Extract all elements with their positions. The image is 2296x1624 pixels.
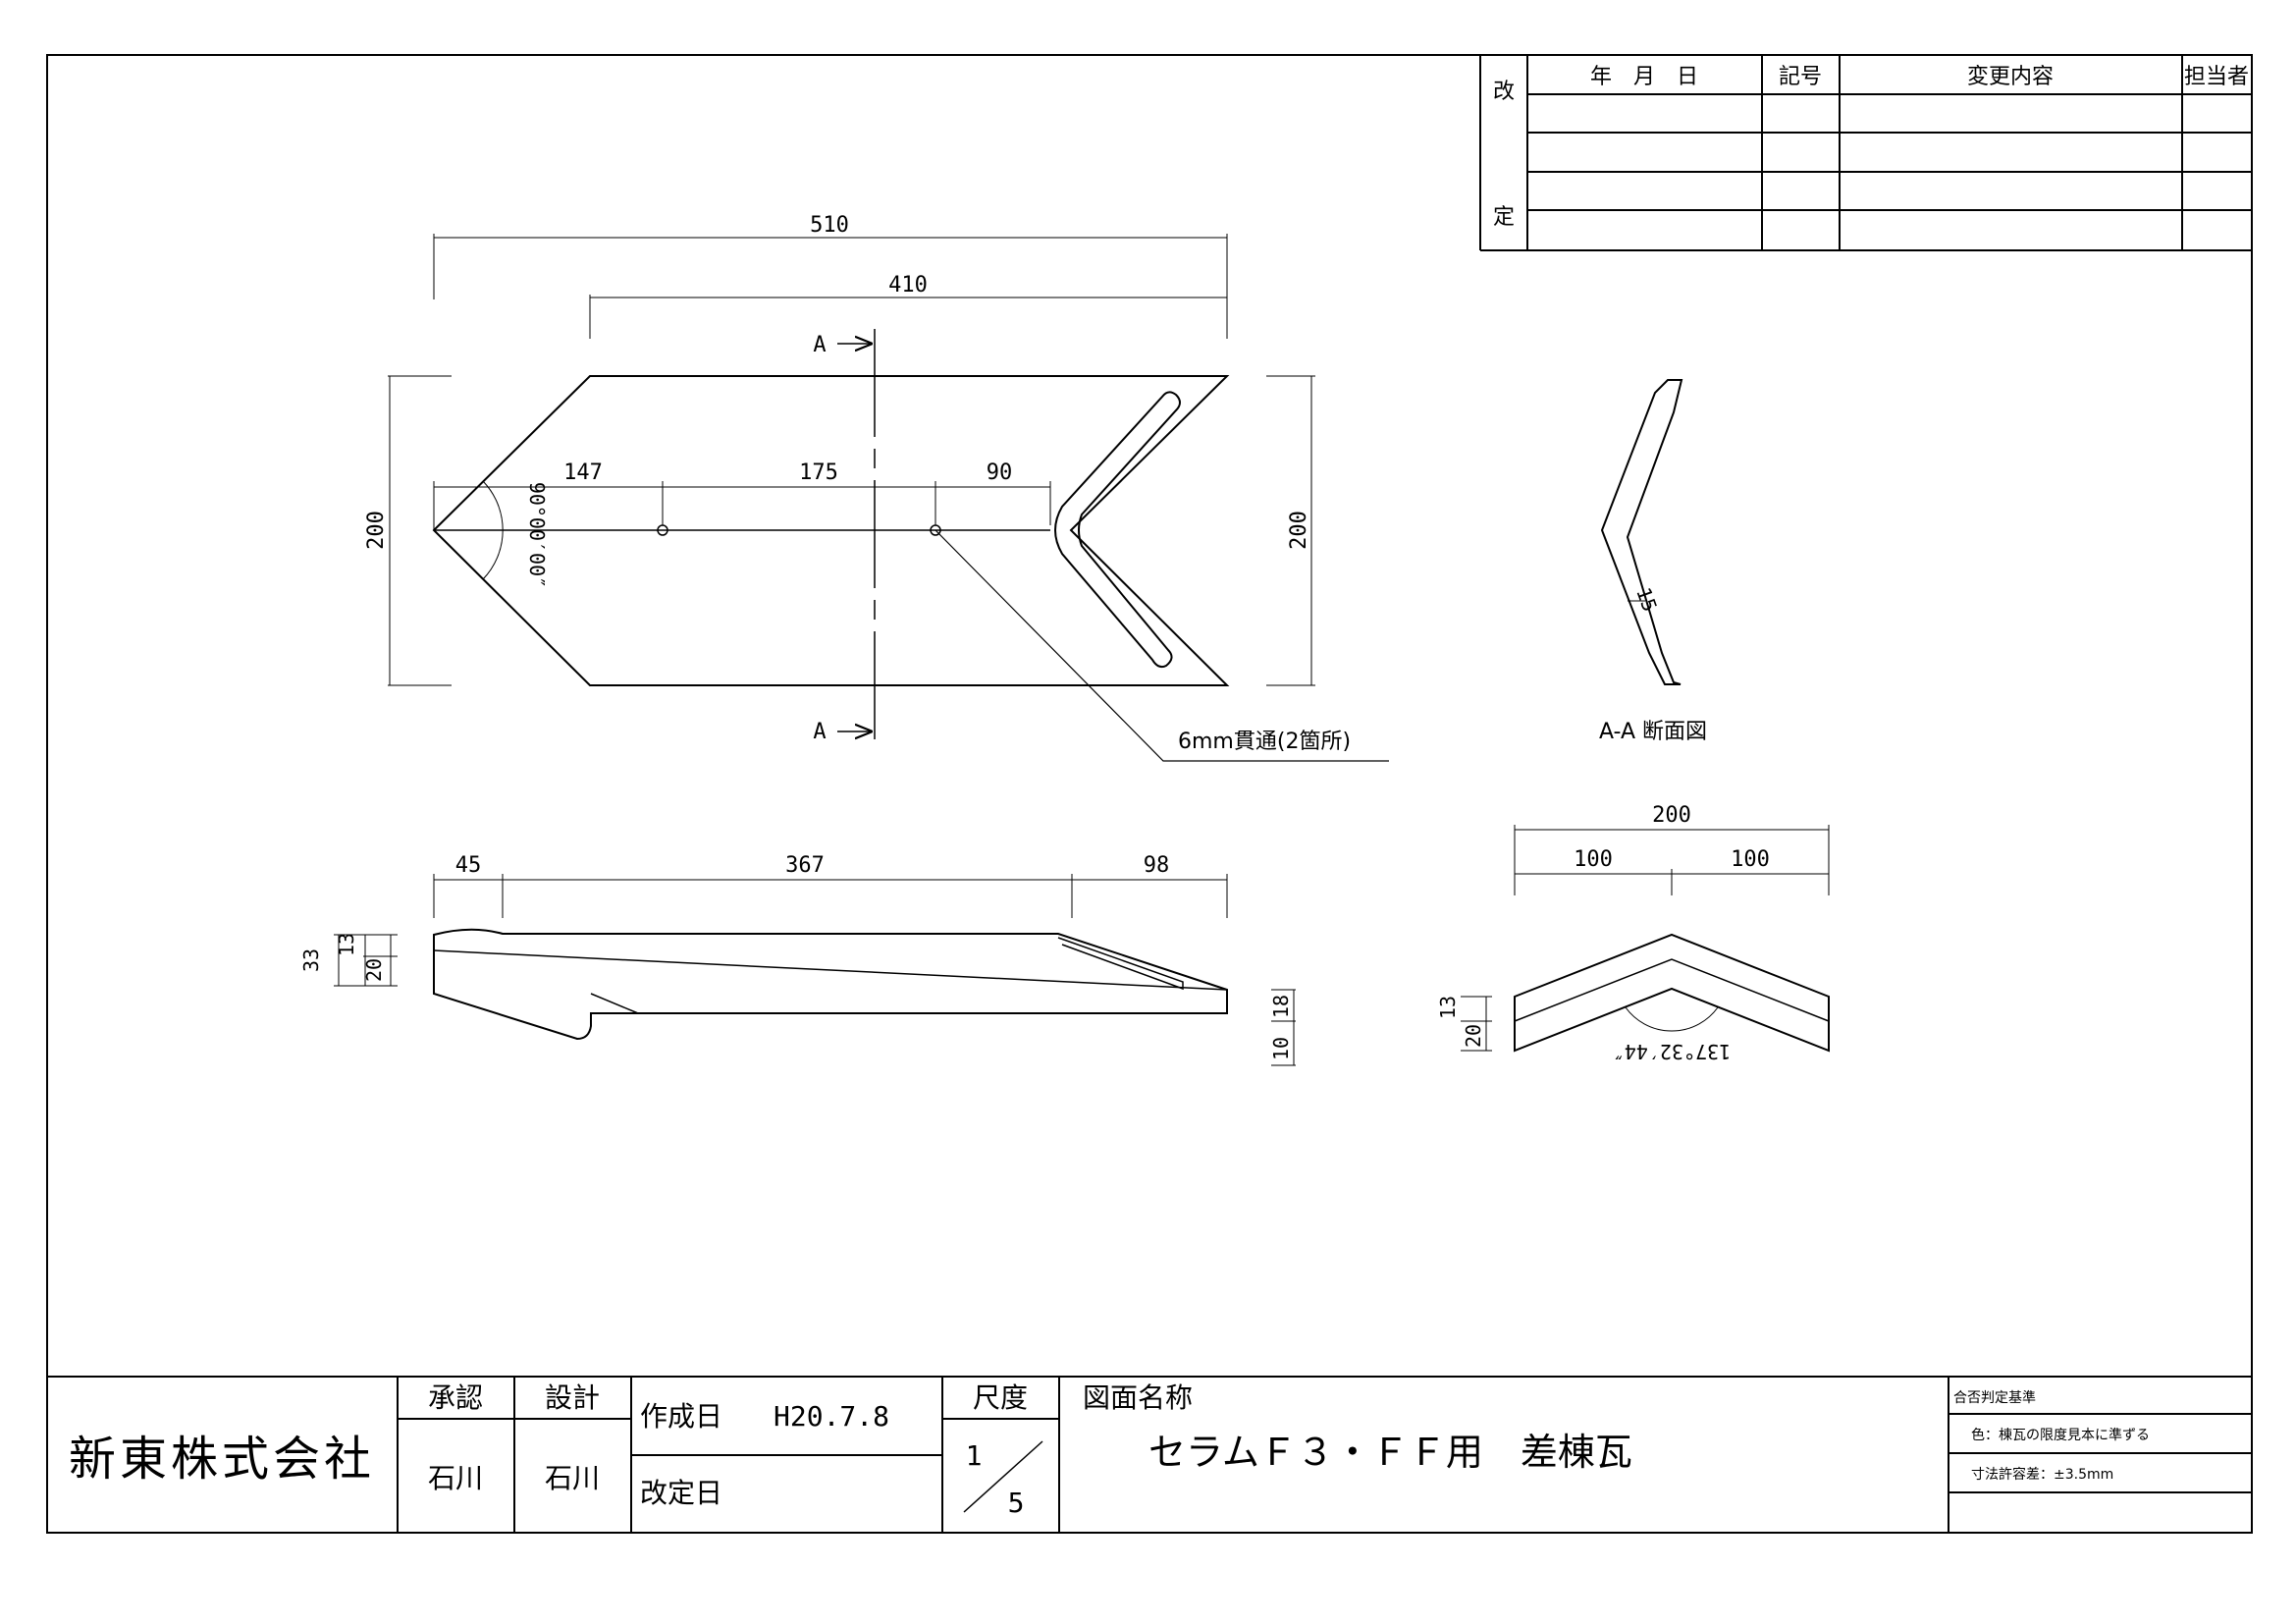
angle-arc [482, 480, 504, 580]
revised-label: 改定日 [640, 1477, 722, 1509]
dim-side-top: 13 [335, 933, 358, 956]
dim-end-bottom: 20 [1462, 1024, 1485, 1048]
revision-table [1479, 55, 2252, 251]
scale-label: 尺度 [973, 1381, 1028, 1414]
end-angle-arc [1625, 1006, 1719, 1032]
side-notch [590, 993, 639, 1014]
end-outline [1514, 933, 1830, 1053]
dim-side-total-height: 33 [299, 948, 323, 972]
revision-col-person: 担当者 [2184, 65, 2249, 89]
end-view: 137°32′44″ 200 100 100 13 20 [1436, 803, 1830, 1063]
end-angle-label: 137°32′44″ [1613, 1040, 1731, 1063]
designed-by: 石川 [545, 1462, 600, 1494]
created-label: 作成日 [640, 1400, 722, 1433]
created-date: H20.7.8 [774, 1400, 889, 1433]
dim-end-left: 100 [1574, 847, 1613, 872]
sheet-border [46, 54, 2253, 1534]
revision-side-label-bottom: 定 [1493, 205, 1515, 230]
criteria-tolerance: 寸法許容差：±3.5mm [1971, 1466, 2113, 1483]
drawing-name-label: 図面名称 [1083, 1381, 1193, 1414]
dim-height-right: 200 [1287, 511, 1311, 550]
revision-col-date: 年 月 日 [1590, 65, 1698, 89]
dim-side-right: 98 [1144, 853, 1170, 878]
plan-outline [432, 375, 1230, 686]
side-view: 45 367 98 33 13 20 18 10 [299, 853, 1296, 1066]
title-block [47, 1376, 2252, 1533]
designed-label: 設計 [545, 1381, 600, 1414]
plan-view: A A 510 410 200 200 147 175 90 90°00′00″ [364, 213, 1389, 762]
dim-height-left: 200 [364, 511, 389, 550]
revision-side-label-top: 改 [1493, 80, 1515, 104]
dim-seg-3: 90 [987, 460, 1013, 485]
criteria-label: 合否判定基準 [1953, 1389, 2036, 1406]
section-outline [1600, 379, 1683, 685]
dim-total-length: 510 [810, 213, 849, 238]
dim-side-left: 45 [455, 853, 482, 878]
plan-slot [1054, 391, 1181, 669]
revision-col-change: 変更内容 [1967, 65, 2054, 89]
end-inner-line [1514, 958, 1830, 1022]
company-name: 新東株式会社 [69, 1432, 375, 1487]
side-slot [1057, 937, 1184, 991]
revision-col-symbol: 記号 [1779, 65, 1822, 89]
side-top-edge [433, 949, 1228, 991]
section-view: 15 A-A 断面図 [1599, 379, 1707, 744]
section-mark-bottom: A [813, 720, 826, 744]
dim-seg-2: 175 [799, 460, 838, 485]
dim-side-end-top: 18 [1269, 995, 1293, 1018]
dim-side-end-bottom: 10 [1269, 1037, 1293, 1060]
dim-side-bottom: 20 [362, 958, 386, 982]
dim-end-top: 13 [1436, 996, 1460, 1019]
hole-note-leader [934, 529, 1389, 762]
drawing-name: セラムＦ３・ＦＦ用 差棟瓦 [1148, 1431, 1632, 1474]
dim-end-total: 200 [1652, 803, 1691, 828]
section-mark-top: A [813, 333, 826, 357]
criteria-color: 色：棟瓦の限度見本に準ずる [1971, 1427, 2150, 1443]
hole-note: 6mm貫通(2箇所) [1178, 730, 1351, 754]
scale-numerator: 1 [966, 1439, 983, 1472]
approved-label: 承認 [428, 1381, 483, 1414]
section-thickness: 15 [1631, 584, 1662, 615]
dim-seg-1: 147 [563, 460, 603, 485]
dim-end-right: 100 [1731, 847, 1770, 872]
section-title: A-A 断面図 [1599, 720, 1707, 744]
angle-label: 90°00′00″ [525, 482, 549, 588]
approved-by: 石川 [428, 1462, 483, 1494]
side-outline [433, 928, 1228, 1041]
dim-body-length: 410 [888, 273, 928, 298]
dim-side-middle: 367 [785, 853, 825, 878]
scale-denominator: 5 [1008, 1487, 1025, 1519]
